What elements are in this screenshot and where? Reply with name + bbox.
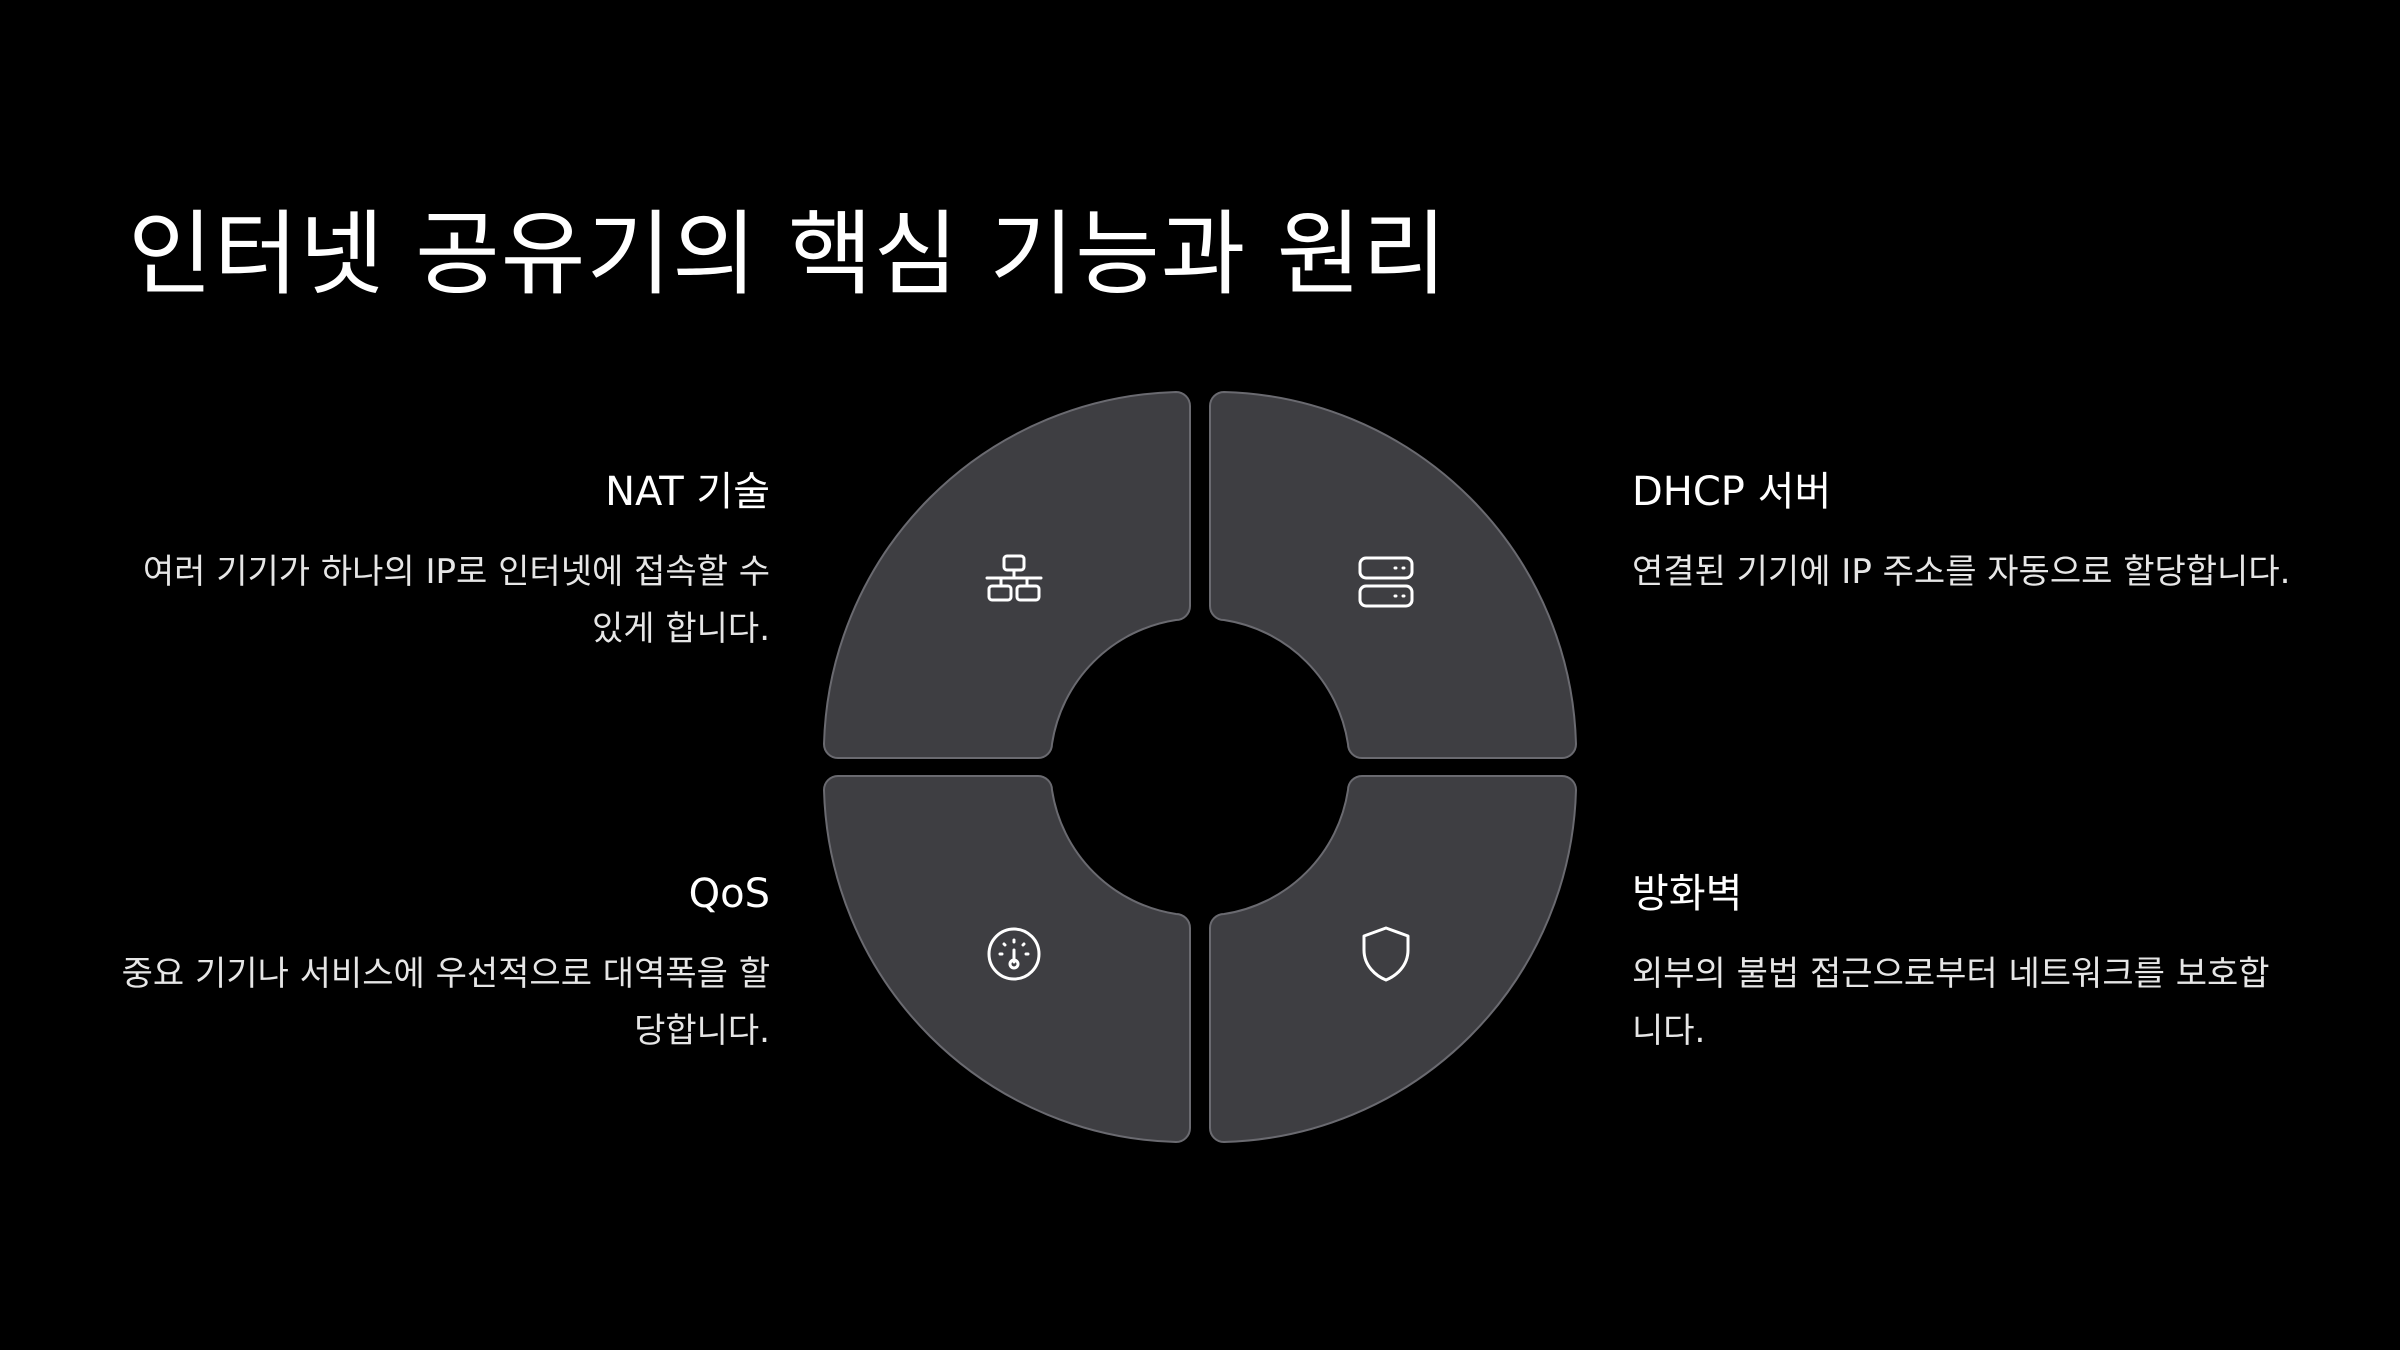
segment-firewall (1209, 775, 1578, 1144)
item-heading: QoS (688, 871, 770, 917)
item-heading: NAT 기술 (605, 469, 770, 515)
item-qos: QoS 중요 기기나 서비스에 우선적으로 대역폭을 할당합니다. (110, 868, 770, 1060)
segment-qos (822, 775, 1191, 1144)
item-description: 여러 기기가 하나의 IP로 인터넷에 접속할 수 있게 합니다. (142, 552, 770, 649)
gauge-icon (987, 927, 1041, 981)
segment-dhcp (1209, 390, 1578, 759)
item-description: 연결된 기기에 IP 주소를 자동으로 할당합니다. (1632, 552, 2291, 592)
item-description: 외부의 불법 접근으로부터 네트워크를 보호합니다. (1632, 954, 2270, 1051)
server-icon (1358, 556, 1414, 608)
item-nat: NAT 기술 여러 기기가 하나의 IP로 인터넷에 접속할 수 있게 합니다. (110, 466, 770, 658)
slide-title: 인터넷 공유기의 핵심 기능과 원리 (128, 201, 1448, 308)
item-heading: 방화벽 (1632, 871, 1743, 917)
item-heading: DHCP 서버 (1632, 469, 1832, 515)
item-dhcp: DHCP 서버 연결된 기기에 IP 주소를 자동으로 할당합니다. (1632, 466, 2292, 601)
shield-icon (1362, 926, 1410, 982)
item-firewall: 방화벽 외부의 불법 접근으로부터 네트워크를 보호합니다. (1632, 868, 2292, 1060)
network-icon (985, 554, 1043, 602)
item-description: 중요 기기나 서비스에 우선적으로 대역폭을 할당합니다. (121, 954, 770, 1051)
segment-nat (822, 390, 1191, 759)
